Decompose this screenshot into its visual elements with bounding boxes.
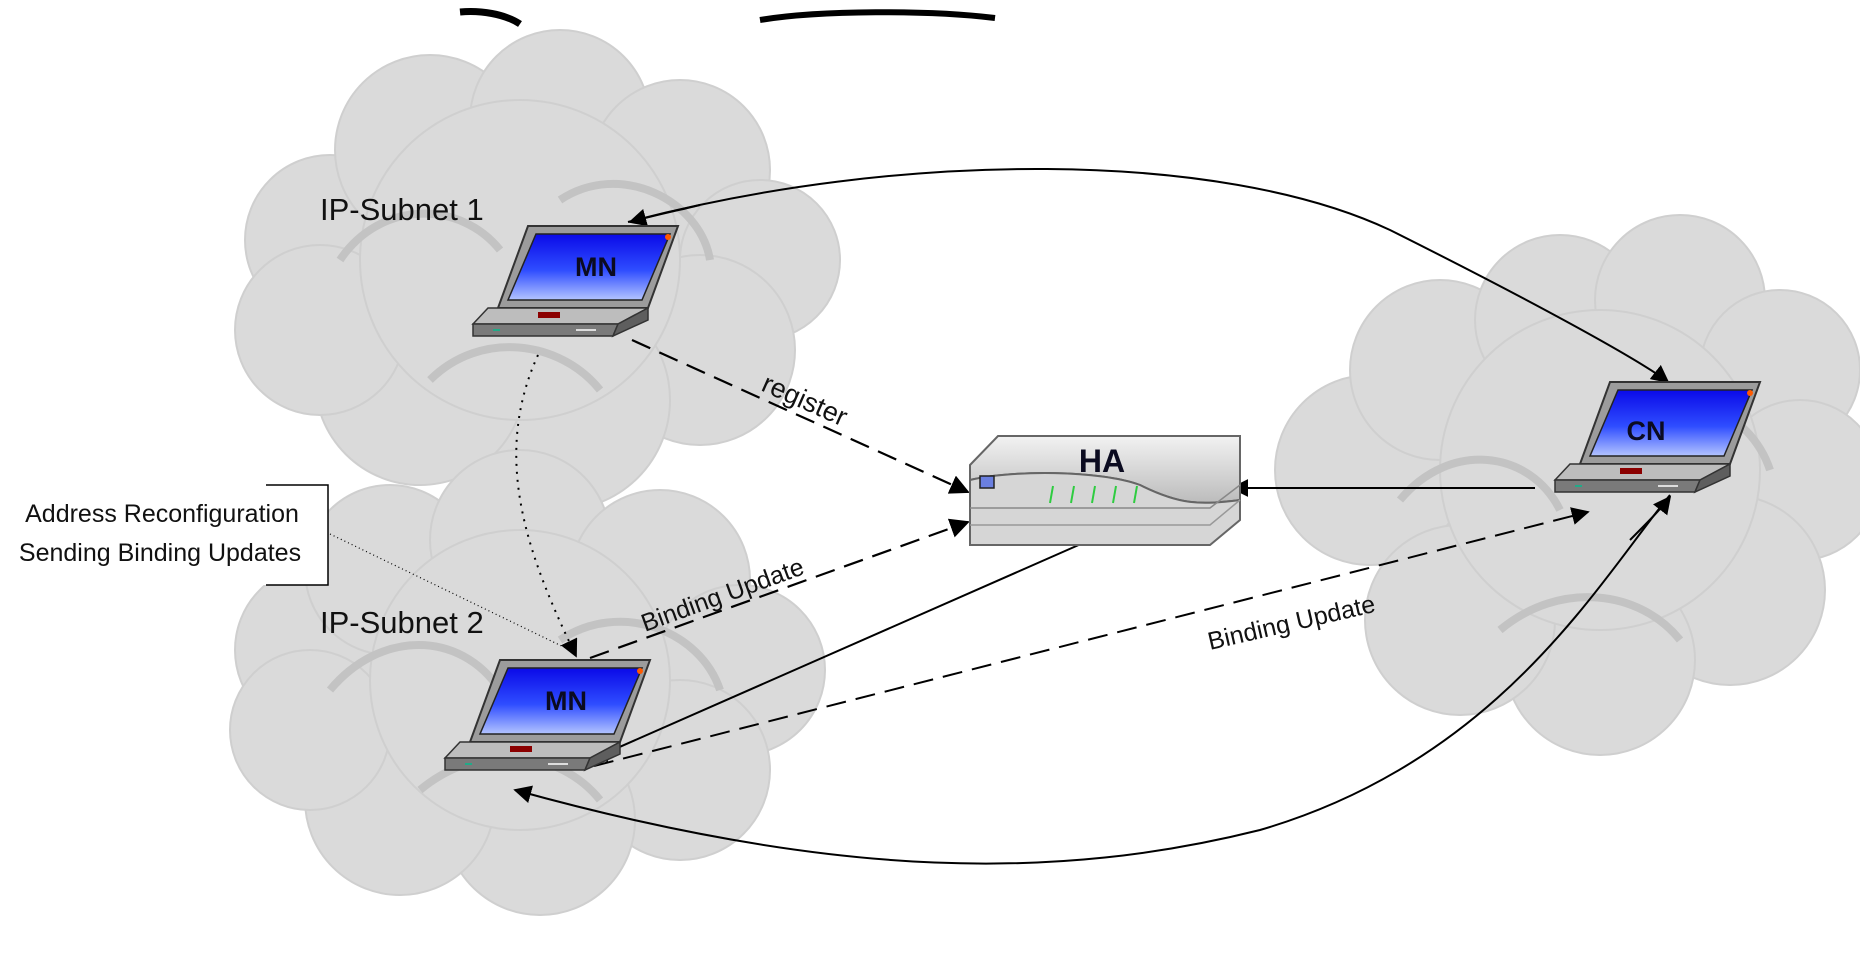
ha-label: HA — [1079, 443, 1125, 479]
mn-bottom-label: MN — [545, 686, 587, 716]
laptop-mn-bottom — [443, 659, 652, 772]
callout-box — [0, 484, 329, 586]
arc-cn-mn-bottom — [513, 494, 1671, 865]
arc-cn-mn-bottom-head-back — [1629, 495, 1672, 541]
edge-binding-update-ha — [589, 518, 970, 660]
router-ha — [969, 435, 1241, 546]
mn-top-label: MN — [575, 252, 617, 282]
edge-register — [631, 338, 970, 494]
connections — [329, 167, 1672, 865]
edge-movement-dotted — [515, 354, 578, 658]
laptop-mn-top — [471, 225, 680, 338]
edge-binding-update-cn — [593, 507, 1590, 767]
subnet-1-label: IP-Subnet 1 — [320, 192, 484, 227]
edge-ha-tunnel — [588, 539, 1091, 762]
register-label: register — [758, 368, 852, 432]
subnet-2-label: IP-Subnet 2 — [320, 605, 484, 640]
cn-label: CN — [1627, 416, 1666, 446]
arc-mn-top-cn — [627, 167, 1670, 384]
callout-line-2: Sending Binding Updates — [19, 539, 301, 567]
top-clipped-strokes — [459, 8, 996, 28]
callout-line-1: Address Reconfiguration — [25, 500, 299, 528]
laptop-cn — [1553, 381, 1762, 494]
cloud-subnet-1-shading — [336, 179, 714, 393]
arc-mn-top-cn-head-back — [628, 204, 701, 227]
cloud-cn-network — [1274, 214, 1860, 756]
binding-update-cn-label: Binding Update — [1205, 590, 1378, 656]
